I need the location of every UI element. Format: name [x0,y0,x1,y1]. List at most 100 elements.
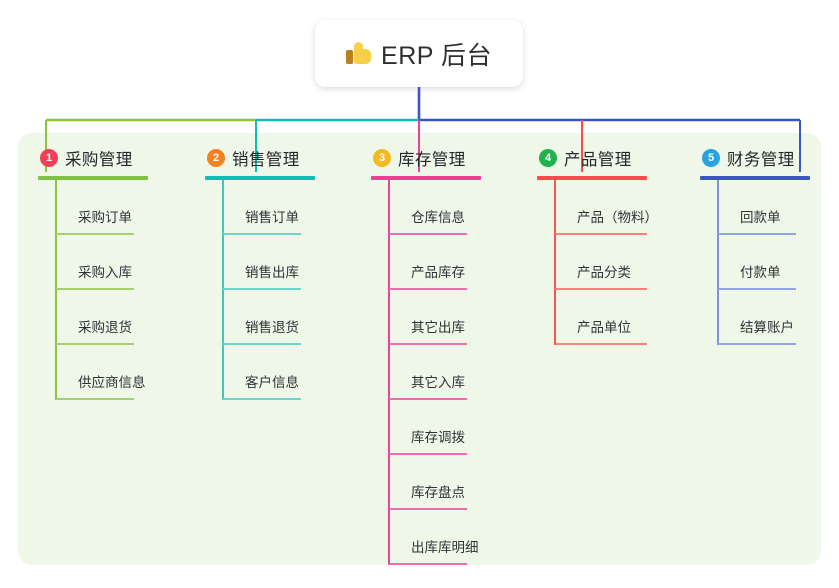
branch-item-underline [389,343,467,345]
root-node[interactable]: ERP 后台 [315,20,523,87]
branch-item-underline [389,453,467,455]
branch-item-underline [56,398,134,400]
branch-item-underline [555,233,647,235]
branch-title-4: 产品管理 [564,151,632,169]
branch-header-bar-1 [38,176,148,180]
branch-item[interactable]: 产品（物料） [555,180,658,235]
branch-item[interactable]: 仓库信息 [389,180,481,235]
branch-item-label: 结算账户 [740,320,794,335]
branch-item-underline [389,233,467,235]
branch-item-label: 付款单 [740,265,781,280]
branch-column-2[interactable]: 2 销售管理销售订单销售出库销售退货客户信息 [205,146,315,400]
branch-item[interactable]: 产品单位 [555,290,647,345]
branch-item-underline [718,233,796,235]
branch-item[interactable]: 销售退货 [223,290,315,345]
branch-badge-5: 5 [702,149,720,167]
branch-item[interactable]: 采购入库 [56,235,148,290]
branch-item-underline [223,343,301,345]
branch-item-underline [223,398,301,400]
branch-items-5: 回款单付款单结算账户 [700,180,810,345]
branch-header-2[interactable]: 2 销售管理 [205,146,315,170]
branch-item-underline [56,288,134,290]
branch-item-label: 产品（物料） [577,210,658,225]
branch-spine-3 [388,180,390,565]
branch-item[interactable]: 其它出库 [389,290,481,345]
branch-item-label: 产品单位 [577,320,631,335]
branch-item-underline [223,288,301,290]
branch-header-bar-4 [537,176,647,180]
branch-column-4[interactable]: 4 产品管理产品（物料） 产品分类产品单位 [537,146,658,345]
branch-header-5[interactable]: 5 财务管理 [700,146,810,170]
branch-item[interactable]: 库存调拨 [389,400,481,455]
branch-item-label: 销售退货 [245,320,299,335]
branch-spine-4 [554,180,556,345]
branch-item[interactable]: 销售出库 [223,235,315,290]
branch-item-label: 回款单 [740,210,781,225]
branch-item-label: 仓库信息 [411,210,465,225]
branch-header-1[interactable]: 1 采购管理 [38,146,148,170]
branch-items-3: 仓库信息产品库存其它出库其它入库库存调拨库存盘点出库库明细 [371,180,481,565]
branch-item[interactable]: 客户信息 [223,345,315,400]
branch-title-5: 财务管理 [727,151,795,169]
branch-item-underline [56,233,134,235]
branch-item-label: 客户信息 [245,375,299,390]
branch-item-label: 库存调拨 [411,430,465,445]
branch-item-label: 库存盘点 [411,485,465,500]
branch-item-label: 产品分类 [577,265,631,280]
branch-item-underline [56,343,134,345]
branch-badge-3: 3 [373,149,391,167]
branch-spine-1 [55,180,57,400]
branch-item-label: 其它出库 [411,320,465,335]
branch-item-label: 采购退货 [78,320,132,335]
root-node-title: ERP 后台 [381,41,492,70]
branch-items-1: 采购订单采购入库采购退货供应商信息 [38,180,148,400]
branch-background-panel [18,133,821,565]
branch-title-1: 采购管理 [65,151,133,169]
branch-header-bar-5 [700,176,810,180]
branch-column-1[interactable]: 1 采购管理采购订单采购入库采购退货供应商信息 [38,146,148,400]
branch-item-label: 采购订单 [78,210,132,225]
branch-item[interactable]: 销售订单 [223,180,315,235]
branch-item-underline [718,288,796,290]
branch-item[interactable]: 出库库明细 [389,510,481,565]
branch-item-underline [389,398,467,400]
branch-spine-5 [717,180,719,345]
branch-item-label: 产品库存 [411,265,465,280]
branch-header-bar-3 [371,176,481,180]
branch-items-4: 产品（物料） 产品分类产品单位 [537,180,658,345]
branch-badge-1: 1 [40,149,58,167]
branch-item-underline [718,343,796,345]
branch-item-underline [389,288,467,290]
branch-item[interactable]: 付款单 [718,235,810,290]
branch-item[interactable]: 供应商信息 [56,345,148,400]
branch-item[interactable]: 结算账户 [718,290,810,345]
branch-header-bar-2 [205,176,315,180]
branch-item-underline [389,563,467,565]
branch-item[interactable]: 产品分类 [555,235,647,290]
branch-column-3[interactable]: 3 库存管理仓库信息产品库存其它出库其它入库库存调拨库存盘点出库库明细 [371,146,481,565]
branch-item[interactable]: 其它入库 [389,345,481,400]
branch-item-underline [223,233,301,235]
branch-item[interactable]: 采购订单 [56,180,148,235]
branch-column-5[interactable]: 5 财务管理回款单付款单结算账户 [700,146,810,345]
branch-item-label: 其它入库 [411,375,465,390]
branch-item-underline [555,343,647,345]
branch-item[interactable]: 产品库存 [389,235,481,290]
branch-item-underline [555,288,647,290]
branch-item-underline [389,508,467,510]
branch-spine-2 [222,180,224,400]
branch-badge-2: 2 [207,149,225,167]
branch-item[interactable]: 采购退货 [56,290,148,345]
branch-item-label: 销售出库 [245,265,299,280]
branch-item[interactable]: 库存盘点 [389,455,481,510]
branch-item-label: 出库库明细 [411,540,479,555]
branch-title-3: 库存管理 [398,151,466,169]
thumbs-up-icon [336,41,372,67]
branch-item[interactable]: 回款单 [718,180,810,235]
branch-badge-4: 4 [539,149,557,167]
branch-item-label: 销售订单 [245,210,299,225]
branch-header-4[interactable]: 4 产品管理 [537,146,647,170]
branch-title-2: 销售管理 [232,151,300,169]
branch-header-3[interactable]: 3 库存管理 [371,146,481,170]
